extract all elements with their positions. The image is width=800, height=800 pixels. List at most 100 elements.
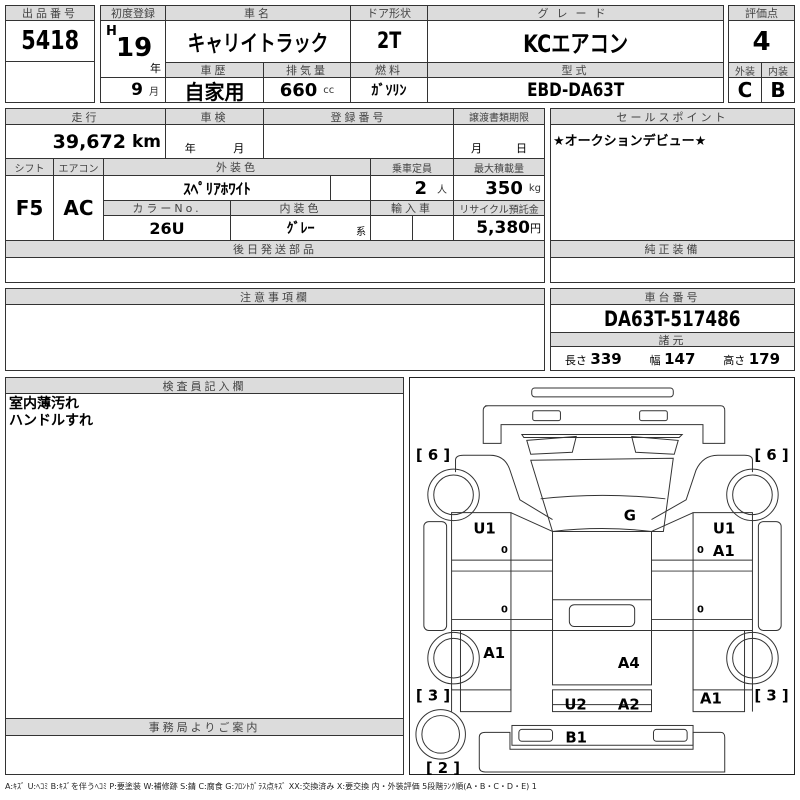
lot-number: 5418 [5,20,95,62]
headlight-left [532,410,561,422]
taillight-right [652,728,688,742]
doors [451,512,753,691]
mileage-value: 39,672 [52,130,126,153]
capacity-label: 乗車定員 [370,158,454,176]
rear-bumper [478,731,726,773]
import-cell-1 [370,215,413,241]
int-score: B [761,77,795,103]
damage-mark: G [624,508,636,525]
front-bumper [482,405,726,444]
mileage-label: 走行 [5,108,166,125]
ext-color-extra [330,175,371,201]
rear-panel [511,724,694,746]
specs: 長さ 339 幅 147 高さ 179 [550,346,795,371]
tire-fr-tread: [ 6 ] [754,447,788,464]
month-unit: 月 [149,86,159,98]
model-code: EBD-DA63T [427,77,724,103]
door-label: ドア形状 [350,5,428,21]
damage-mark: U1 [473,520,495,537]
score-label: 評価点 [728,5,795,21]
tire-fl-tread: [ 6 ] [416,447,450,464]
model-label: 型式 [427,62,724,78]
year-unit: 年 [184,142,196,155]
step-right [757,521,782,631]
first-reg-label: 初度登録 [100,5,166,21]
max-load-label: 最大積載量 [453,158,545,176]
year: 19 [116,33,153,63]
ext-score: C [728,77,762,103]
import-cell-2 [412,215,454,241]
tire-rl-tread: [ 3 ] [416,688,450,705]
import-label: 輸入車 [370,200,454,216]
inspector-notes: 室内薄汚れ ハンドルすれ [5,393,404,719]
aircon: AC [53,175,104,241]
displacement-label: 排気量 [263,62,351,78]
color-no: 26U [103,215,231,241]
grade-label: グレード [427,5,724,21]
front-fenders [455,454,753,521]
fuel-label: 燃料 [350,62,428,78]
equipment [550,257,795,283]
fuel: ｶﾞｿﾘﾝ [350,77,428,103]
era: H [106,24,117,39]
int-score-label: 内装 [761,62,795,78]
wiper-line [540,494,666,500]
int-color-label: 内装色 [230,200,371,216]
max-load-unit: kg [528,182,541,194]
specs-label: 諸元 [550,332,795,347]
zero-mark: 0 [501,545,508,556]
equipment-label: 純正装備 [550,240,795,258]
capacity-unit: 人 [437,184,447,196]
max-load: 350 kg [453,175,545,201]
wheel-rr [726,631,779,685]
width: 幅 147 [649,349,696,368]
damage-mark: A1 [700,691,722,708]
inspector-label: 検査員記入欄 [5,377,404,394]
year-unit: 年 [150,62,161,75]
chassis-label: 車台番号 [550,288,795,305]
office-label: 事務局よりご案内 [5,718,404,736]
recycle-unit: 円 [530,222,541,235]
windshield-top [520,433,684,438]
damage-mark: U1 [713,520,735,537]
rear-window [568,604,636,627]
legend: A:ｷｽﾞ U:ﾍｺﾐ B:ｷｽﾞを伴うﾍｺﾐ P:要塗装 W:補修跡 S:錆 … [5,782,537,791]
first-reg-year: H 19 年 [100,20,166,78]
aircon-label: エアコン [53,158,104,176]
ext-color: ｽﾍﾟﾘｱﾎﾜｲﾄ [103,175,331,201]
damage-mark: A1 [483,645,505,662]
max-load-value: 350 [485,177,523,199]
office-notes [5,735,404,775]
shift-label: シフト [5,158,54,176]
int-color-value: ｸﾞﾚｰ [286,221,315,237]
damage-mark: B1 [565,729,587,746]
inspection-label: 車検 [165,108,264,125]
spare-wheel [415,709,466,760]
color-no-label: カラーNo. [103,200,231,216]
mileage-unit: km [131,131,161,152]
damage-mark: U2 [564,697,586,714]
displacement-unit: cc [323,84,335,96]
damage-mark: A2 [618,697,640,714]
notes-label: 注意事項欄 [5,288,545,305]
int-color: ｸﾞﾚｰ系 [230,215,371,241]
zero-mark: 0 [697,605,704,616]
zero-mark: 0 [501,605,508,616]
tire-rr-tread: [ 3 ] [754,688,788,705]
car-name-label: 車名 [165,5,351,21]
recycle-value: 5,380 [476,218,530,238]
step-left [423,521,448,631]
car-diagram: [ 6 ] [ 6 ] [ 3 ] [ 3 ] [ 2 ] G U1 U1 A1… [415,387,789,776]
reg-number [263,124,454,159]
zero-mark: 0 [697,545,704,556]
ext-color-label: 外装色 [103,158,371,176]
month-unit: 月 [233,142,245,155]
later-parts-label: 後日発送部品 [5,240,545,258]
front-windows [526,435,679,455]
lot-label: 出品番号 [5,5,95,21]
history-label: 車歴 [165,62,264,78]
